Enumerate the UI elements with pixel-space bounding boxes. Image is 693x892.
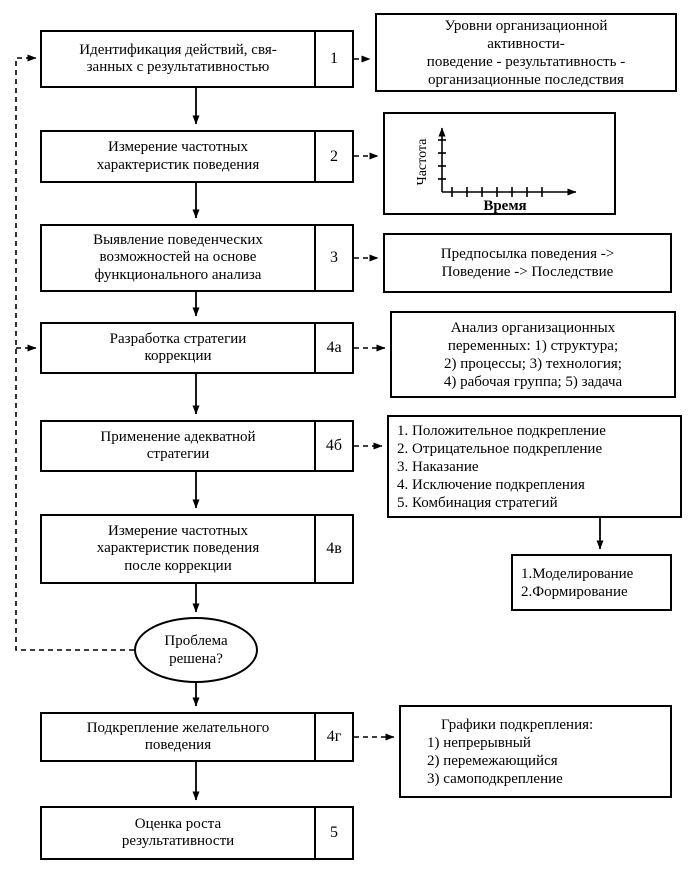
step-box-2: Измерение частотных характеристик поведе…	[40, 130, 354, 183]
annotation-frequency-chart	[383, 112, 616, 215]
annotation-analysis: Анализ организационных переменных: 1) ст…	[390, 311, 676, 398]
step-box-5: Оценка роста результативности 5	[40, 806, 354, 860]
step-2-number: 2	[314, 132, 352, 181]
strategy-item: 1. Положительное подкрепление	[397, 422, 606, 439]
strategy-item: 2. Отрицательное подкрепление	[397, 440, 603, 457]
annotation-analysis-text: Анализ организационных переменных: 1) ст…	[443, 319, 623, 390]
step-4d-number: 4г	[314, 714, 352, 760]
modeling-item: 1.Моделирование	[521, 565, 634, 582]
schedules-title: Графики подкрепления:	[441, 716, 594, 733]
step-box-4a: Разработка стратегии коррекции 4а	[40, 322, 354, 374]
step-3-label: Выявление поведенческих возможностей на …	[93, 232, 263, 283]
step-box-1: Идентификация действий, свя- занных с ре…	[40, 30, 354, 88]
annotation-levels-text: Уровни организационной активности- повед…	[426, 17, 626, 88]
schedule-item: 1) непрерывный	[427, 734, 531, 751]
step-4d-label: Подкрепление желательного поведения	[86, 719, 270, 753]
step-1-number: 1	[314, 32, 352, 86]
annotation-levels: Уровни организационной активности- повед…	[375, 13, 677, 92]
strategy-item: 3. Наказание	[397, 458, 479, 475]
decision-label: Проблема решена?	[164, 633, 228, 667]
annotation-abc-text: Предпосылка поведения -> Поведение -> По…	[440, 246, 615, 280]
strategy-item: 4. Исключение подкрепления	[397, 476, 585, 493]
step-3-number: 3	[314, 226, 352, 290]
step-4a-label: Разработка стратегии коррекции	[109, 330, 247, 364]
schedule-item: 2) перемежающийся	[427, 752, 558, 769]
step-box-4b: Применение адекватной стратегии 4б	[40, 420, 354, 472]
modeling-item: 2.Формирование	[521, 583, 628, 600]
step-box-4c: Измерение частотных характеристик поведе…	[40, 514, 354, 584]
step-2-label: Измерение частотных характеристик поведе…	[96, 139, 260, 173]
step-5-label: Оценка роста результативности	[121, 815, 235, 849]
annotation-abc: Предпосылка поведения -> Поведение -> По…	[383, 233, 672, 293]
step-box-4d: Подкрепление желательного поведения 4г	[40, 712, 354, 762]
strategy-item: 5. Комбинация стратегий	[397, 494, 558, 511]
annotation-strategies: 1. Положительное подкрепление 2. Отрицат…	[387, 415, 682, 518]
schedule-item: 3) самоподкрепление	[427, 770, 563, 787]
step-4c-label: Измерение частотных характеристик поведе…	[96, 523, 260, 574]
step-1-label: Идентификация действий, свя- занных с ре…	[79, 41, 277, 75]
annotation-schedules: Графики подкрепления: 1) непрерывный 2) …	[399, 705, 672, 798]
step-5-number: 5	[314, 808, 352, 858]
step-box-3: Выявление поведенческих возможностей на …	[40, 224, 354, 292]
decision-ellipse: Проблема решена?	[134, 617, 258, 683]
step-4c-number: 4в	[314, 516, 352, 582]
step-4a-number: 4а	[314, 324, 352, 372]
step-4b-label: Применение адекватной стратегии	[100, 428, 256, 462]
step-4b-number: 4б	[314, 422, 352, 470]
annotation-modeling: 1.Моделирование 2.Формирование	[511, 554, 672, 611]
